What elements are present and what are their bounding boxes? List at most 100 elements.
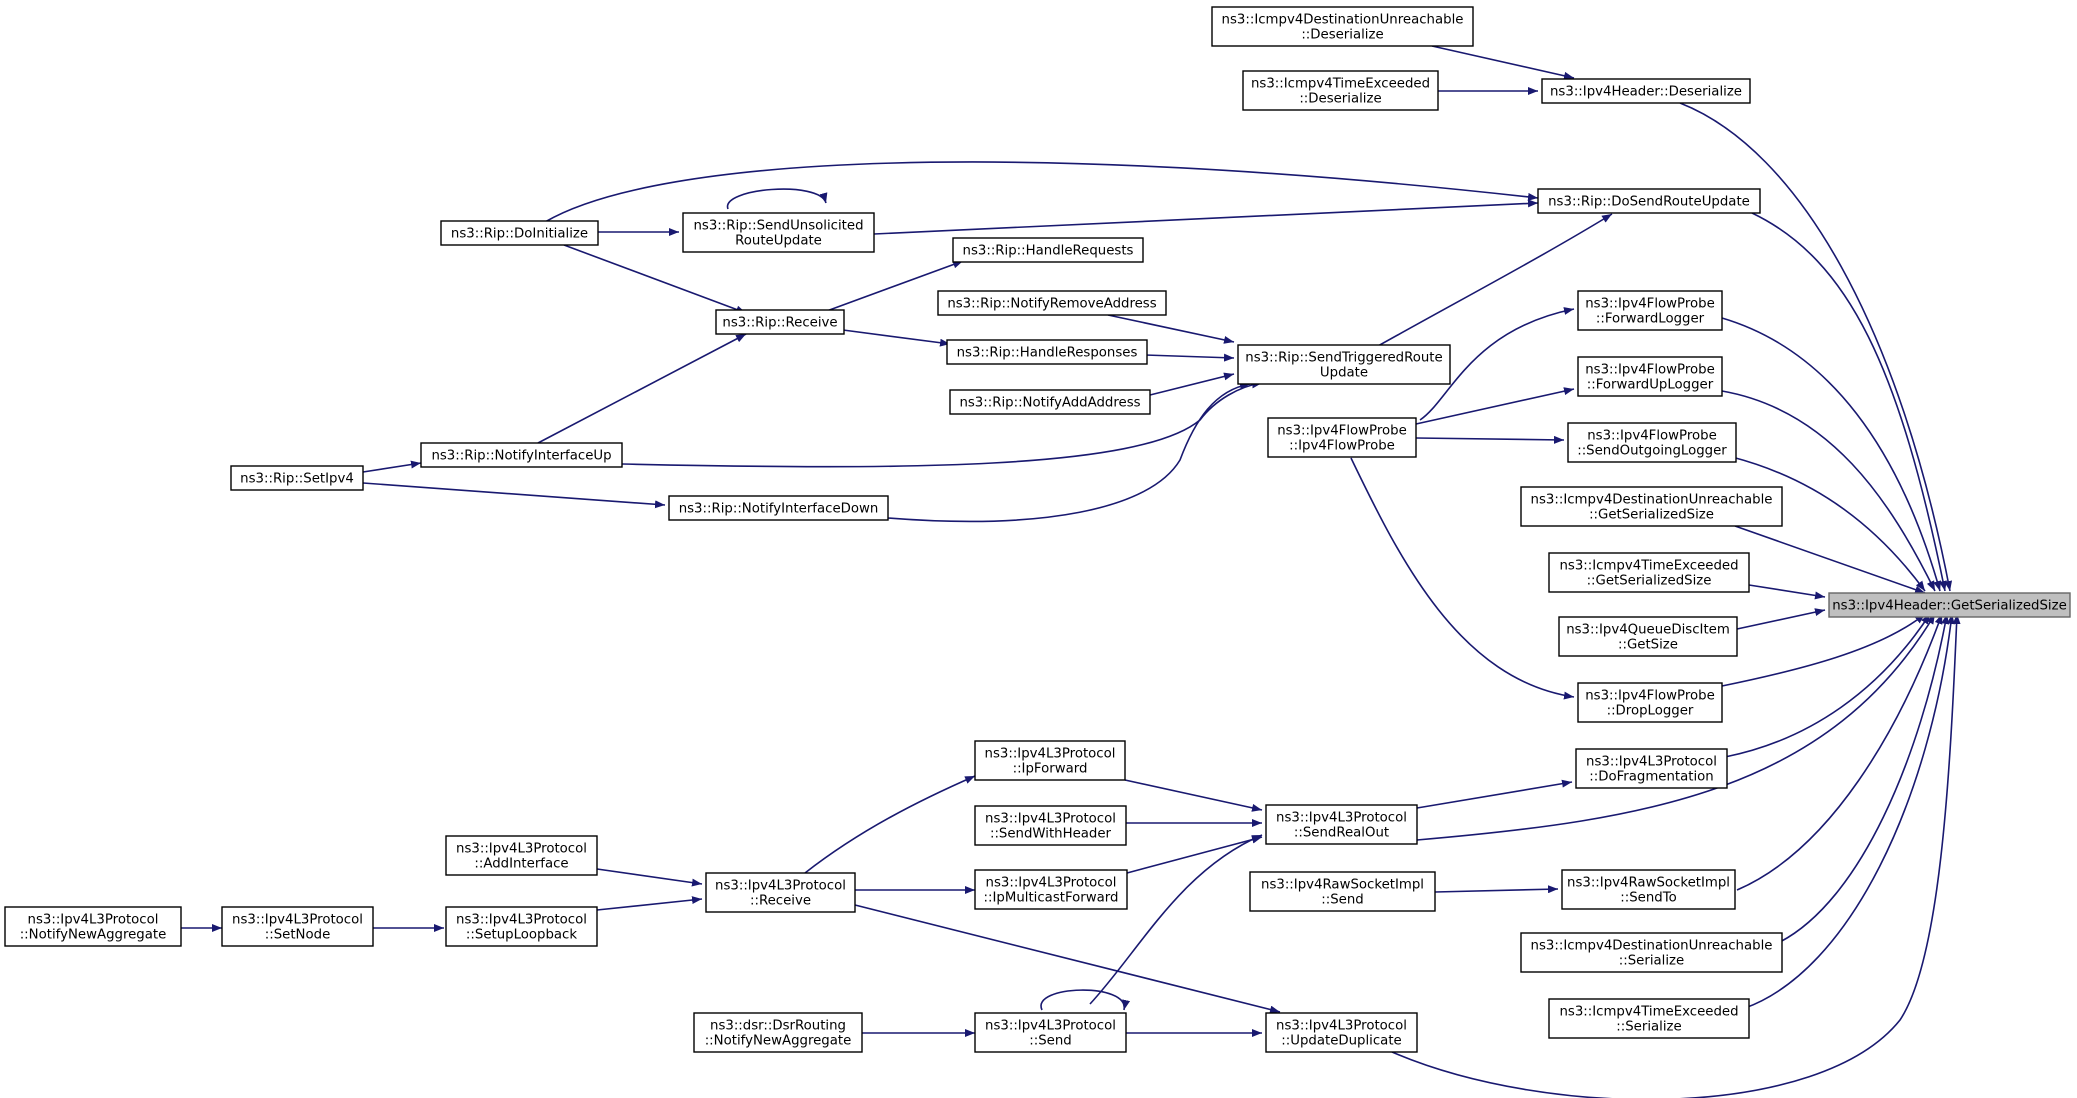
node-label: ns3::Rip::SendUnsolicited xyxy=(693,219,863,234)
node-label: ::Deserialize xyxy=(1299,92,1381,107)
node-l3-sendrealout[interactable]: ns3::Ipv4L3Protocol::SendRealOut xyxy=(1265,804,1418,845)
node-label: ::SendWithHeader xyxy=(990,827,1112,842)
node-box xyxy=(445,835,598,876)
node-label: ns3::Ipv4FlowProbe xyxy=(1587,429,1717,444)
node-rip-doinitialize[interactable]: ns3::Rip::DoInitialize xyxy=(440,220,599,246)
node-rip-notifyinterfacedown[interactable]: ns3::Rip::NotifyInterfaceDown xyxy=(668,495,889,521)
node-icmpv4du-serialize[interactable]: ns3::Icmpv4DestinationUnreachable::Seria… xyxy=(1520,932,1783,973)
node-rip-handleresponses[interactable]: ns3::Rip::HandleResponses xyxy=(946,339,1148,365)
node-label: ::SetupLoopback xyxy=(466,928,577,943)
node-rawsocket-sendto[interactable]: ns3::Ipv4RawSocketImpl::SendTo xyxy=(1561,869,1736,910)
node-box xyxy=(715,309,845,335)
node-box xyxy=(693,1012,863,1053)
node-rip-notifyaddaddress[interactable]: ns3::Rip::NotifyAddAddress xyxy=(949,389,1151,415)
node-flowprobe-ctor[interactable]: ns3::Ipv4FlowProbe::Ipv4FlowProbe xyxy=(1267,417,1417,458)
node-label: RouteUpdate xyxy=(735,234,822,249)
node-label: ns3::Rip::NotifyInterfaceDown xyxy=(679,502,879,517)
node-l3-notifynewaggregate[interactable]: ns3::Ipv4L3Protocol::NotifyNewAggregate xyxy=(4,906,182,947)
edge xyxy=(804,775,976,874)
node-l3-updateduplicate[interactable]: ns3::Ipv4L3Protocol::UpdateDuplicate xyxy=(1265,1012,1418,1053)
node-label: ns3::Ipv4L3Protocol xyxy=(985,812,1116,827)
node-label: ::SendTo xyxy=(1620,891,1676,906)
node-l3-sendwithheader[interactable]: ns3::Ipv4L3Protocol::SendWithHeader xyxy=(974,805,1127,846)
node-icmpv4te-serialize[interactable]: ns3::Icmpv4TimeExceeded::Serialize xyxy=(1548,998,1750,1039)
node-box xyxy=(974,869,1128,910)
node-flowprobe-forwarduplogger[interactable]: ns3::Ipv4FlowProbe::ForwardUpLogger xyxy=(1577,356,1723,397)
node-label: ns3::Ipv4Header::Deserialize xyxy=(1550,85,1742,100)
node-box xyxy=(1577,682,1723,723)
node-label: ::AddInterface xyxy=(474,857,568,872)
node-ipv4header-deserialize[interactable]: ns3::Ipv4Header::Deserialize xyxy=(1541,78,1751,104)
node-l3-setuploopback[interactable]: ns3::Ipv4L3Protocol::SetupLoopback xyxy=(445,906,598,947)
node-label: ::GetSize xyxy=(1618,638,1678,653)
node-box xyxy=(1541,78,1751,104)
node-l3-ipforward[interactable]: ns3::Ipv4L3Protocol::IpForward xyxy=(974,740,1126,781)
node-flowprobe-sendoutgoinglogger[interactable]: ns3::Ipv4FlowProbe::SendOutgoingLogger xyxy=(1567,422,1737,463)
node-box xyxy=(1548,552,1750,593)
node-queuedisc-getsize[interactable]: ns3::Ipv4QueueDiscItem::GetSize xyxy=(1558,616,1738,657)
node-box xyxy=(445,906,598,947)
edge xyxy=(1107,314,1235,344)
node-rip-receive[interactable]: ns3::Rip::Receive xyxy=(715,309,845,335)
node-rawsocket-send[interactable]: ns3::Ipv4RawSocketImpl::Send xyxy=(1249,871,1436,912)
node-box xyxy=(1520,486,1783,527)
node-label: ns3::Rip::SetIpv4 xyxy=(240,472,354,487)
node-label: ns3::Ipv4L3Protocol xyxy=(985,747,1116,762)
node-label: ::SetNode xyxy=(265,928,331,943)
edge xyxy=(1751,212,1947,592)
node-label: ::NotifyNewAggregate xyxy=(705,1034,852,1049)
node-icmpv4du-deserialize[interactable]: ns3::Icmpv4DestinationUnreachable::Deser… xyxy=(1211,6,1474,47)
edge xyxy=(1377,213,1613,347)
edge xyxy=(1679,102,1953,592)
node-l3-addinterface[interactable]: ns3::Ipv4L3Protocol::AddInterface xyxy=(445,835,598,876)
node-rip-notifyremoveaddress[interactable]: ns3::Rip::NotifyRemoveAddress xyxy=(937,290,1167,316)
node-dsr-notifynewaggregate[interactable]: ns3::dsr::DsrRouting::NotifyNewAggregate xyxy=(693,1012,863,1053)
node-box xyxy=(1237,344,1451,385)
node-label: ns3::Ipv4L3Protocol xyxy=(985,1019,1116,1034)
edge xyxy=(596,896,703,911)
node-icmpv4du-getserializedsize[interactable]: ns3::Icmpv4DestinationUnreachable::GetSe… xyxy=(1520,486,1783,527)
node-l3-setnode[interactable]: ns3::Ipv4L3Protocol::SetNode xyxy=(221,906,374,947)
node-flowprobe-forwardlogger[interactable]: ns3::Ipv4FlowProbe::ForwardLogger xyxy=(1577,290,1723,331)
node-icmpv4te-getserializedsize[interactable]: ns3::Icmpv4TimeExceeded::GetSerializedSi… xyxy=(1548,552,1750,593)
node-box xyxy=(1577,290,1723,331)
node-l3-receive[interactable]: ns3::Ipv4L3Protocol::Receive xyxy=(705,872,856,913)
node-flowprobe-droplogger[interactable]: ns3::Ipv4FlowProbe::DropLogger xyxy=(1577,682,1723,723)
node-rip-handlerequests[interactable]: ns3::Rip::HandleRequests xyxy=(952,237,1144,263)
node-box xyxy=(1548,998,1750,1039)
node-label: ::Serialize xyxy=(1616,1020,1681,1035)
edge xyxy=(854,904,1281,1014)
node-label: ::Send xyxy=(1029,1034,1071,1049)
edge xyxy=(1350,457,1575,700)
node-label: ns3::Ipv4FlowProbe xyxy=(1585,689,1715,704)
edge xyxy=(1731,456,1926,592)
node-box xyxy=(1211,6,1474,47)
edge xyxy=(1434,885,1559,894)
node-rip-notifyinterfaceup[interactable]: ns3::Rip::NotifyInterfaceUp xyxy=(420,442,623,468)
node-label: ::Deserialize xyxy=(1301,28,1383,43)
node-l3-dofragmentation[interactable]: ns3::Ipv4L3Protocol::DoFragmentation xyxy=(1575,748,1728,789)
node-l3-send[interactable]: ns3::Ipv4L3Protocol::Send xyxy=(974,1012,1127,1053)
node-l3-ipmulticastforward[interactable]: ns3::Ipv4L3Protocol::IpMulticastForward xyxy=(974,869,1128,910)
node-box xyxy=(1265,1012,1418,1053)
node-label: ns3::Ipv4L3Protocol xyxy=(1276,811,1407,826)
edge xyxy=(544,161,1539,223)
node-box xyxy=(949,389,1151,415)
node-rip-dosendrouteupdate[interactable]: ns3::Rip::DoSendRouteUpdate xyxy=(1537,188,1761,214)
node-box xyxy=(946,339,1148,365)
node-label: ns3::Ipv4L3Protocol xyxy=(456,913,587,928)
node-label: ns3::Ipv4Header::GetSerializedSize xyxy=(1832,599,2067,614)
node-label: ns3::Ipv4RawSocketImpl xyxy=(1567,876,1730,891)
edge xyxy=(1721,390,1936,592)
node-label: ns3::Ipv4L3Protocol xyxy=(456,842,587,857)
node-label: ns3::Icmpv4DestinationUnreachable xyxy=(1531,939,1773,954)
edges xyxy=(181,45,1961,1098)
edge xyxy=(362,460,422,473)
edge xyxy=(1736,613,1943,891)
node-getserializedsize[interactable]: ns3::Ipv4Header::GetSerializedSize xyxy=(1828,592,2071,618)
node-rip-setipv4[interactable]: ns3::Rip::SetIpv4 xyxy=(230,465,364,491)
node-icmpv4te-deserialize[interactable]: ns3::Icmpv4TimeExceeded::Deserialize xyxy=(1242,70,1439,111)
edge xyxy=(1089,834,1263,1005)
